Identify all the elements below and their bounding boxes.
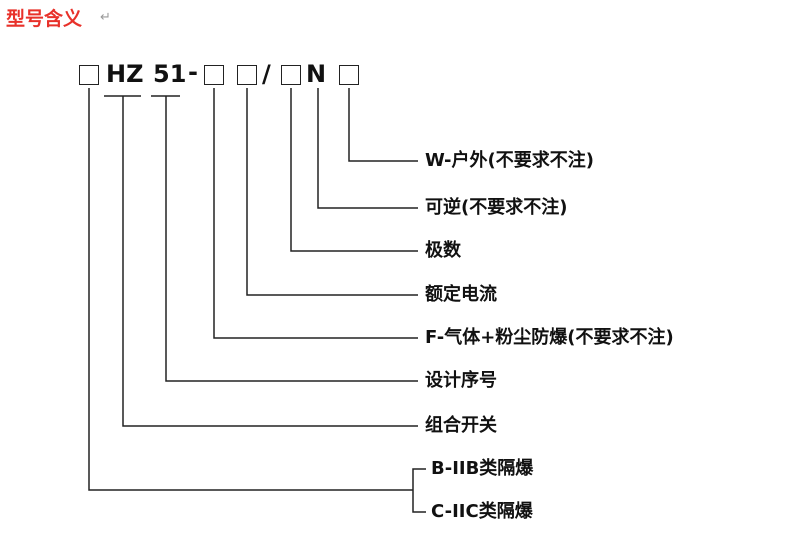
code-box-outdoor (339, 65, 359, 85)
label-poles: 极数 (425, 240, 461, 261)
code-box-poles (281, 65, 301, 85)
connector-explosion-class (88, 88, 413, 491)
label-outdoor: W-户外(不要求不注) (425, 150, 594, 171)
connector-gas-dust (213, 88, 418, 339)
label-gas-dust: F-气体+粉尘防爆(不要求不注) (425, 327, 674, 348)
code-box-explosion-class (79, 65, 99, 85)
code-box-gas-dust (204, 65, 224, 85)
label-design-number: 设计序号 (425, 370, 497, 391)
code-reversible-n: N (306, 60, 327, 88)
label-class-iic: C-IIC类隔爆 (431, 501, 533, 522)
connector-outdoor (348, 88, 418, 162)
connector-bracket (412, 468, 426, 513)
connector-design-number (165, 96, 418, 382)
page-title: 型号含义 (6, 8, 83, 30)
connector-poles (290, 88, 418, 252)
paragraph-mark-icon: ↵ (100, 10, 111, 25)
label-combination-switch: 组合开关 (425, 415, 497, 436)
code-dash: - (188, 58, 198, 86)
code-series: HZ (106, 60, 144, 88)
code-slash: / (262, 60, 271, 88)
connector-combination-switch (122, 96, 418, 427)
code-box-rated-current (237, 65, 257, 85)
label-class-iib: B-IIB类隔爆 (431, 458, 534, 479)
label-rated-current: 额定电流 (425, 284, 497, 305)
connector-reversible (317, 88, 418, 209)
label-reversible: 可逆(不要求不注) (425, 197, 568, 218)
connector-rated-current (246, 88, 418, 296)
code-design-number: 51 (153, 60, 187, 88)
